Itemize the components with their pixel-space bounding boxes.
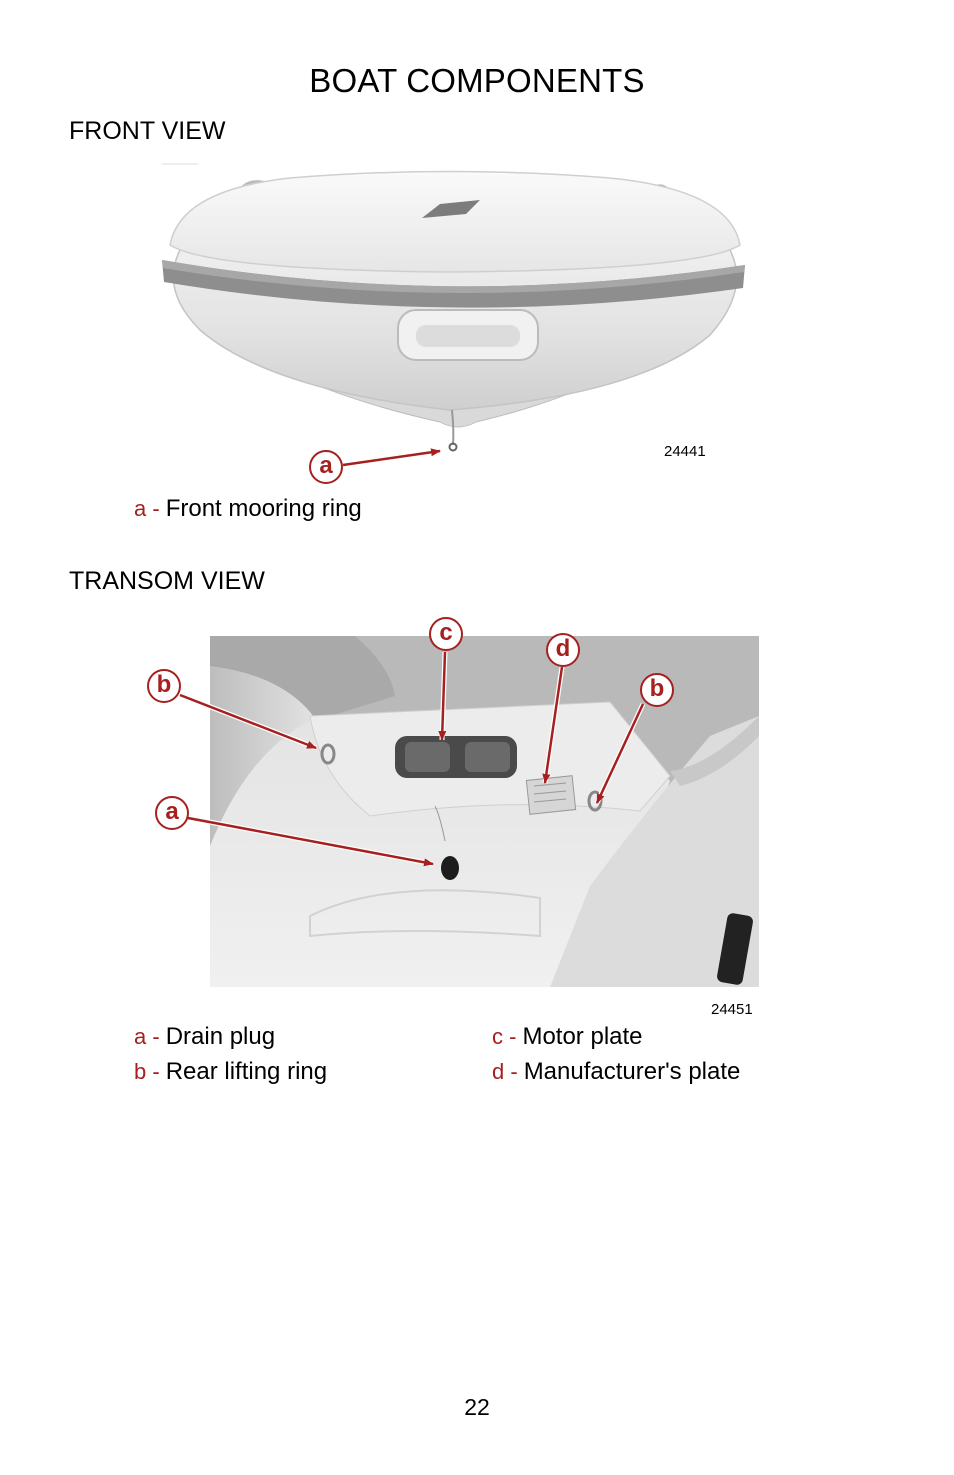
transom-legend-item: b -Rear lifting ring (134, 1058, 327, 1086)
legend-label: Motor plate (522, 1023, 643, 1050)
legend-key: c - (492, 1024, 517, 1049)
legend-label: Front mooring ring (165, 495, 362, 522)
transom-callout-b-left: b (147, 669, 181, 703)
transom-callout-b-right: b (640, 673, 674, 707)
transom-legend-item: d -Manufacturer's plate (492, 1058, 740, 1086)
front-view-heading: FRONT VIEW (69, 117, 226, 145)
page-number: 22 (464, 1394, 490, 1420)
legend-key: a - (134, 1024, 160, 1049)
legend-key: b - (134, 1059, 160, 1084)
page-title: BOAT COMPONENTS (309, 62, 645, 99)
legend-label: Drain plug (165, 1023, 276, 1050)
legend-key: d - (492, 1059, 518, 1084)
legend-label: Manufacturer's plate (523, 1058, 741, 1085)
transom-callout-c: c (429, 617, 463, 651)
transom-callout-d: d (546, 633, 580, 667)
transom-callout-a: a (155, 796, 189, 830)
front-callout-a: a (309, 450, 343, 484)
legend-label: Rear lifting ring (165, 1058, 328, 1085)
legend-key: a - (134, 496, 160, 521)
front-legend-item: a -Front mooring ring (134, 495, 362, 523)
front-figure-number: 24441 (664, 443, 706, 460)
front-view-photo (162, 163, 745, 452)
transom-legend-item: c -Motor plate (492, 1023, 643, 1051)
transom-view-heading: TRANSOM VIEW (69, 567, 265, 595)
transom-legend-item: a -Drain plug (134, 1023, 275, 1051)
transom-figure-number: 24451 (711, 1001, 753, 1018)
